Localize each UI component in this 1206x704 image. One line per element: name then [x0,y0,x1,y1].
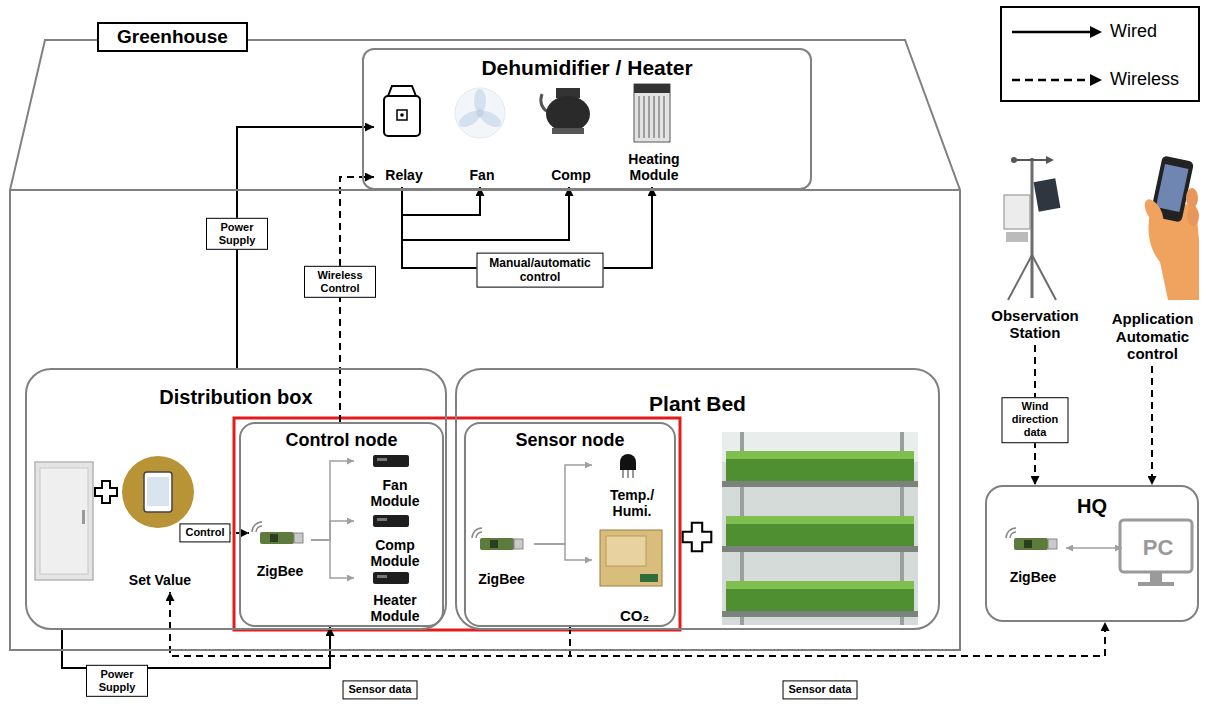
item-label: Fan Module [364,477,426,509]
compressor-icon [541,88,590,134]
item-label: Comp [551,167,591,183]
wired-connector [402,187,480,215]
edge-label: Power Supply [206,218,268,250]
distribution-box: Set Value ZigBee Fan ModuleComp ModuleHeat… [25,368,447,630]
heating-module-icon [634,84,670,142]
heating-module-item: Heating Module [610,82,698,187]
item-label: Application Automatic control [1105,310,1200,362]
co2-sensor-item: CO₂ [592,529,677,626]
edge-label: Wireless Control [304,266,376,298]
tablet-icon [122,456,194,528]
wired-connector [534,465,592,544]
sensor-node-box: ZigBee Temp./ Humi. CO₂ Sensor node [464,422,676,627]
plus-sign [95,481,117,503]
zigbee-item: ZigBee [1000,527,1066,587]
edge-label: Sensor data [783,680,858,699]
legend-entry: Wired [1010,21,1157,42]
greenhouse-outline: Relay Fan Comp Heating Module Dehumidifier /… [10,22,960,650]
wireless-sample [1010,73,1102,87]
temperature-sensor-icon [620,454,636,478]
zigbee-icon [1006,528,1057,550]
device-group-box: Relay Fan Comp Heating Module Dehumidifier /… [362,48,812,190]
wired-connector [311,521,354,540]
wireless-connector [170,592,570,656]
observation-station-item: Observation Station [981,148,1089,345]
zigbee-icon [252,522,303,544]
edge-label: Control [179,523,230,542]
comp-module-item: Comp Module [354,516,436,571]
heater-module-item: Heater Module [354,574,436,626]
item-label: Heater Module [364,592,426,624]
edge-label: Power Supply [86,665,148,697]
wired-sample [1010,25,1102,39]
node-title: Distribution box [159,386,312,409]
node-title: Greenhouse [97,22,248,52]
item-label: Relay [385,167,422,183]
item-label: ZigBee [257,563,304,579]
edge-label: Manual/automatic control [477,253,604,288]
plant-bed-box: ZigBee Temp./ Humi. CO₂ Sensor node Plant Be… [455,368,940,630]
node-title: Control node [286,430,398,451]
pc-monitor-icon [1120,520,1192,586]
fan-item: Fan [452,82,512,187]
zigbee-icon [472,528,523,550]
compressor-item: Comp [540,82,602,187]
node-title: Plant Bed [649,392,746,416]
item-label: Heating Module [614,151,694,183]
wired-connector [62,627,330,668]
zigbee-item: ZigBee [469,529,534,589]
co2-sensor-icon [600,530,662,586]
item-label: Observation Station [985,307,1085,342]
item-label: Set Value [129,572,191,588]
legend-entry: Wireless [1010,69,1179,90]
node-title: HQ [1077,495,1107,518]
greenhouse-outline-line [10,40,960,650]
fan-module-item: Fan Module [354,456,436,511]
wireless-connector [1151,366,1153,485]
wired-connector [311,540,354,578]
weather-station-icon [1004,156,1060,300]
item-label: Fan [470,167,495,183]
legend-text: Wireless [1110,69,1179,90]
item-label: Comp Module [364,537,426,569]
node-title: Sensor node [515,430,624,451]
wireless-connector [340,177,374,422]
highlight-frame [234,418,680,630]
node-title: Dehumidifier / Heater [481,56,692,80]
wired-connector [311,461,354,540]
smartphone-hand-icon [1141,155,1199,300]
fan-icon [455,88,505,138]
legend-text: Wired [1110,21,1157,42]
greenhouse-shape [10,22,960,650]
application-item: Application Automatic control [1101,148,1204,366]
relay-item: Relay [374,82,434,187]
set-value-item: Set Value [120,452,200,592]
wired-connector [402,187,569,240]
hq-box: ZigBee PC HQ [985,485,1199,622]
legend-box: WiredWireless [1000,6,1200,102]
edge-label: Wind direction data [1002,397,1069,443]
zigbee-item: ZigBee [249,526,311,581]
item-label: Temp./ Humi. [601,487,663,519]
temp-humidity-item: Temp./ Humi. [592,456,672,521]
pc-item: PC [1122,522,1194,574]
wired-connector [1066,547,1122,549]
relay-icon [384,86,420,136]
item-label: CO₂ [620,607,649,624]
item-label: PC [1143,535,1174,560]
plus-sign [683,523,712,552]
item-label: ZigBee [1010,569,1057,585]
cabinet-icon [35,462,93,580]
wired-connector [534,544,592,560]
plant-rack-photo [722,432,918,625]
control-node-box: ZigBee Fan ModuleComp ModuleHeater Module… [239,422,444,627]
item-label: ZigBee [478,571,525,587]
edge-label: Sensor data [343,680,418,699]
